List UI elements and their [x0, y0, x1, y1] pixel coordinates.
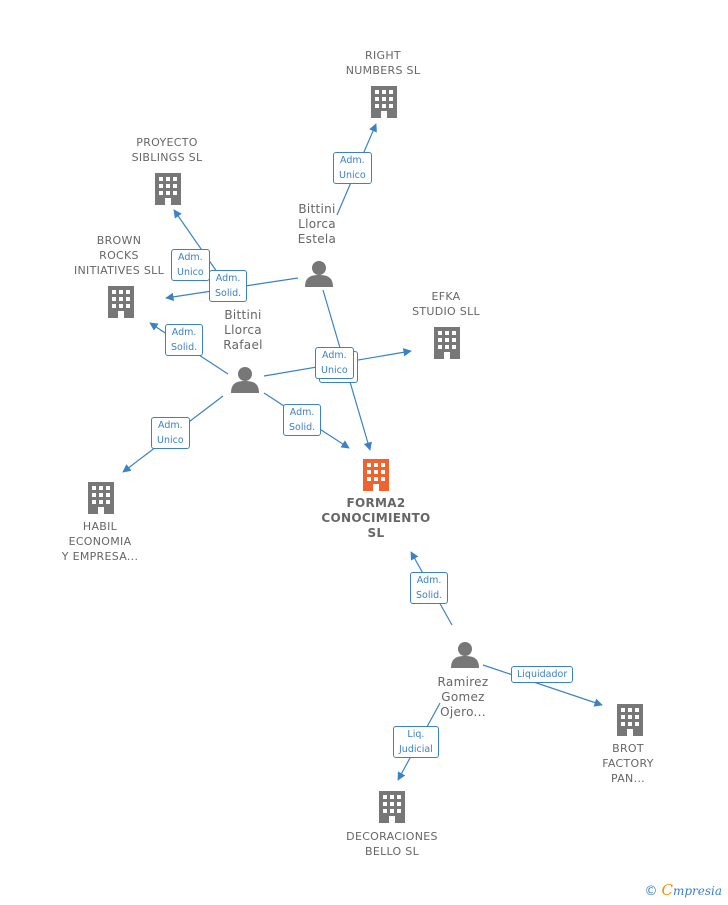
copyright-symbol: ©	[644, 884, 658, 899]
company-label-forma2-conocimiento[interactable]: FORMA2 CONOCIMIENTO SL	[316, 496, 436, 541]
label-line: Gomez	[441, 690, 485, 704]
company-label-brot-factory[interactable]: BROT FACTORY PAN...	[588, 741, 668, 786]
relation-line: Unico	[321, 365, 348, 376]
relation-line: Adm.	[178, 252, 203, 263]
label-line: Ojero...	[440, 705, 486, 719]
building-icon[interactable]	[371, 86, 397, 118]
label-line: NUMBERS SL	[345, 64, 421, 77]
label-line: DECORACIONES	[346, 830, 438, 843]
company-label-decoraciones-bello[interactable]: DECORACIONES BELLO SL	[332, 829, 452, 859]
label-line: Y EMPRESA...	[61, 550, 139, 563]
relation-line: Solid.	[171, 342, 198, 353]
label-line: FORMA2	[346, 496, 406, 510]
relation-line: Unico	[157, 435, 184, 446]
label-line: ECONOMIA	[68, 535, 132, 548]
label-line: ROCKS	[99, 249, 139, 262]
label-line: CONOCIMIENTO	[321, 511, 431, 525]
relation-label-rafael-efka[interactable]: Adm. Unico	[315, 347, 354, 379]
relation-line: Solid.	[289, 422, 316, 433]
building-icon[interactable]	[155, 173, 181, 205]
label-line: HABIL	[82, 520, 118, 533]
empresia-logo[interactable]: ©Cmpresia	[644, 881, 722, 899]
edge-ramirez-brot	[482, 664, 603, 707]
label-line: EFKA	[431, 290, 461, 303]
label-line: BELLO SL	[364, 845, 420, 858]
relation-label-ramirez-brot[interactable]: Liquidador	[511, 666, 574, 683]
label-line: PAN...	[611, 772, 645, 785]
relation-label-estela-proyecto[interactable]: Adm. Unico	[171, 249, 210, 281]
label-line: Bittini	[224, 308, 262, 322]
building-icon[interactable]	[363, 459, 389, 491]
relation-line: Adm.	[416, 575, 442, 586]
building-icon[interactable]	[88, 482, 114, 514]
relation-label-rafael-brown[interactable]: Adm. Solid.	[165, 324, 204, 356]
person-icon[interactable]	[305, 261, 333, 287]
building-icon[interactable]	[617, 704, 643, 736]
label-line: STUDIO SLL	[412, 305, 480, 318]
label-line: FACTORY	[602, 757, 654, 770]
relation-line: Adm.	[340, 155, 365, 166]
person-label-estela[interactable]: Bittini Llorca Estela	[287, 202, 347, 247]
brand-initial: C	[661, 881, 673, 899]
relation-label-ramirez-forma2[interactable]: Adm. Solid.	[410, 572, 449, 604]
relation-line: Solid.	[416, 590, 443, 601]
relation-label-ramirez-decoraciones[interactable]: Liq. Judicial	[393, 726, 439, 758]
relation-line: Liquidador	[517, 669, 568, 680]
relation-line: Unico	[339, 170, 366, 181]
label-line: BROWN	[96, 234, 142, 247]
relation-line: Adm.	[289, 407, 315, 418]
person-label-ramirez[interactable]: Ramirez Gomez Ojero...	[428, 675, 498, 720]
company-label-right-numbers[interactable]: RIGHT NUMBERS SL	[333, 48, 433, 78]
relation-line: Liq.	[407, 729, 425, 740]
person-icon[interactable]	[231, 367, 259, 393]
label-line: Estela	[297, 232, 337, 246]
label-line: Rafael	[223, 338, 263, 352]
building-icon[interactable]	[434, 327, 460, 359]
company-label-efka-studio[interactable]: EFKA STUDIO SLL	[396, 289, 496, 319]
label-line: Bittini	[298, 202, 336, 216]
company-label-proyecto-siblings[interactable]: PROYECTO SIBLINGS SL	[117, 135, 217, 165]
relation-line: Adm.	[158, 420, 183, 431]
relation-label-estela-right[interactable]: Adm. Unico	[333, 152, 372, 184]
label-line: Ramirez	[437, 675, 489, 689]
relation-label-rafael-forma2[interactable]: Adm. Solid.	[283, 404, 322, 436]
label-line: SL	[367, 526, 385, 540]
relation-line: Judicial	[399, 744, 433, 755]
label-line: BROT	[612, 742, 644, 755]
label-line: RIGHT	[365, 49, 401, 62]
building-icon[interactable]	[379, 791, 405, 823]
relation-line: Adm.	[171, 327, 197, 338]
label-line: Llorca	[224, 323, 262, 337]
brand-name: mpresia	[672, 884, 722, 898]
label-line: PROYECTO	[136, 136, 198, 149]
relation-line: Solid.	[215, 288, 242, 299]
company-label-habil-economia[interactable]: HABIL ECONOMIA Y EMPRESA...	[50, 519, 150, 564]
label-line: Llorca	[298, 217, 336, 231]
relation-line: Adm.	[215, 273, 241, 284]
label-line: INITIATIVES SLL	[73, 264, 164, 277]
relation-line: Adm.	[322, 350, 347, 361]
person-label-rafael[interactable]: Bittini Llorca Rafael	[213, 308, 273, 353]
relation-line: Unico	[177, 267, 204, 278]
building-icon[interactable]	[108, 286, 134, 318]
person-icon[interactable]	[451, 642, 479, 668]
label-line: SIBLINGS SL	[131, 151, 203, 164]
relation-label-rafael-habil[interactable]: Adm. Unico	[151, 417, 190, 449]
relation-label-estela-brown[interactable]: Adm. Solid.	[209, 270, 248, 302]
company-label-brown-rocks[interactable]: BROWN ROCKS INITIATIVES SLL	[64, 233, 174, 278]
